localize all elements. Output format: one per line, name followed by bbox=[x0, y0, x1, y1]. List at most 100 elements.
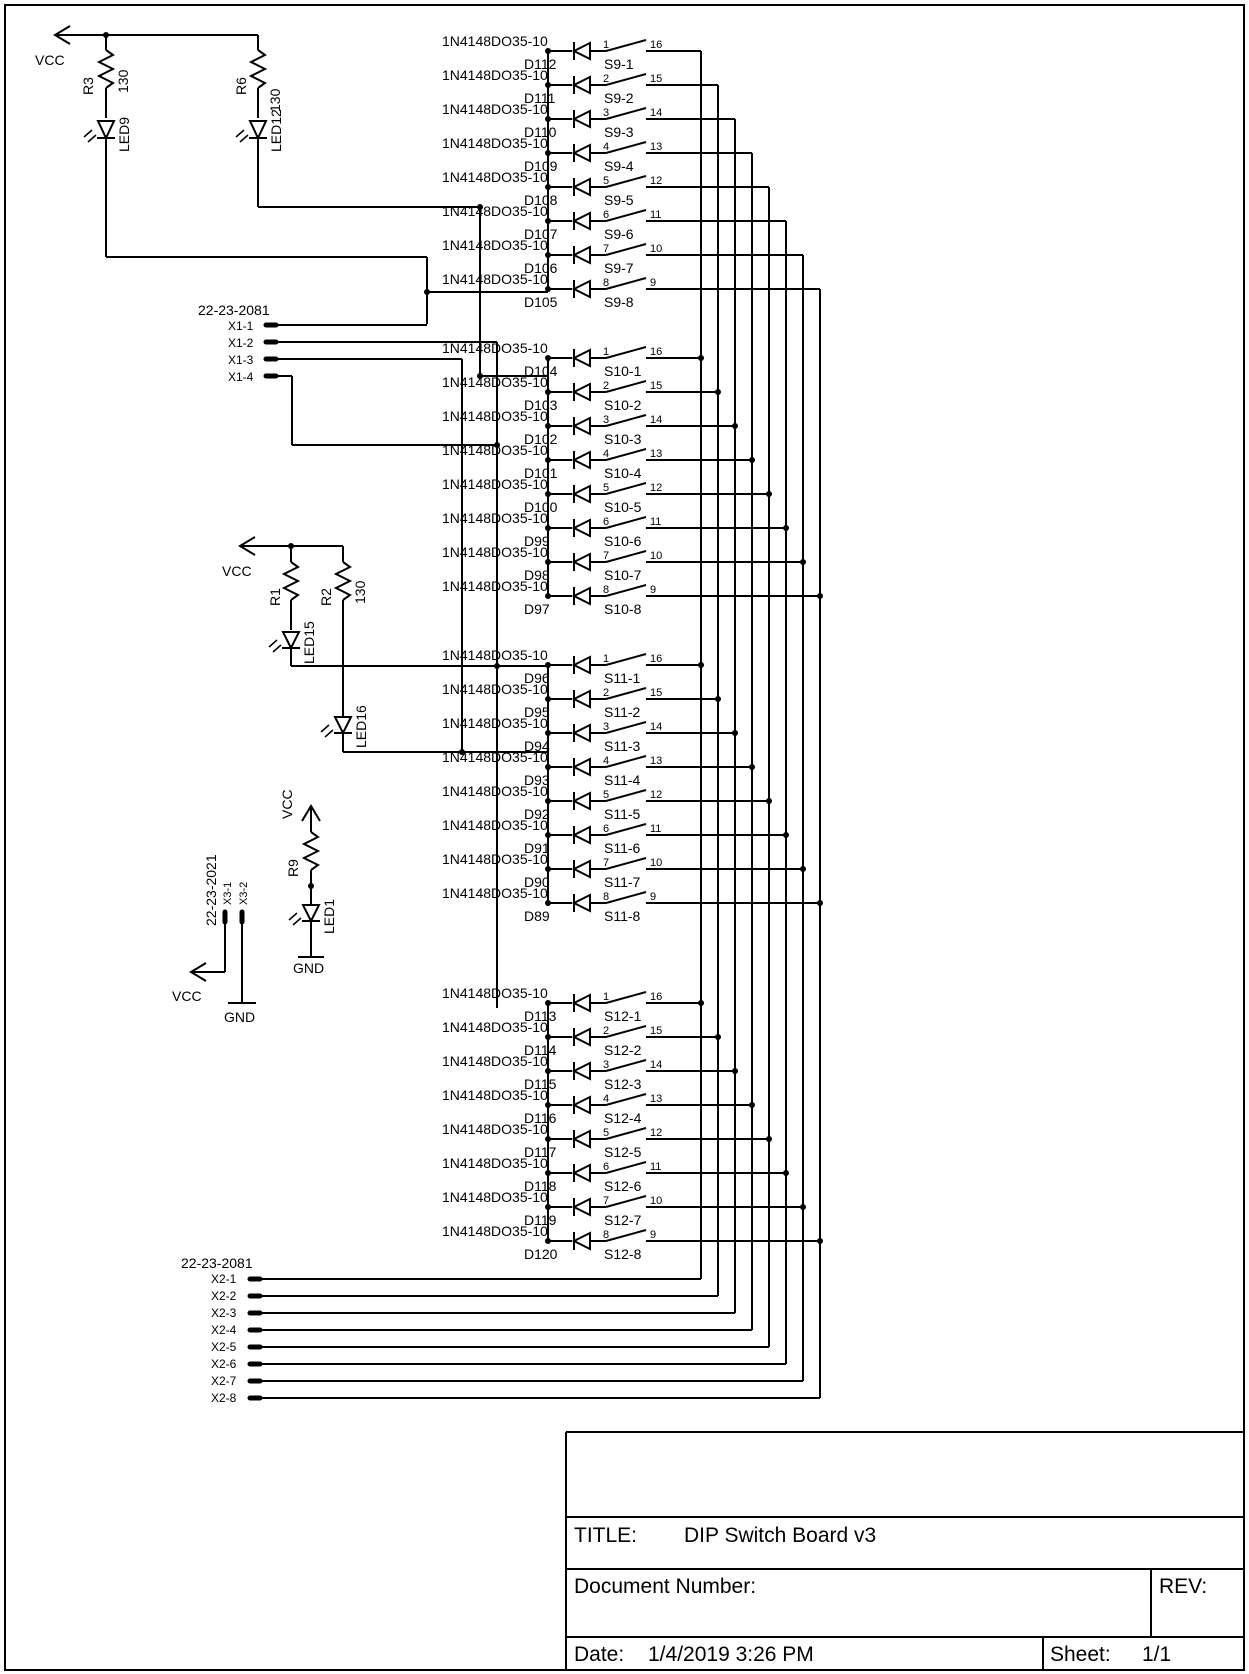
switch-ref-label: S10-1 bbox=[604, 363, 642, 379]
junction-dot bbox=[732, 423, 738, 429]
switch-symbol bbox=[605, 141, 647, 154]
diode-ref-label: D105 bbox=[524, 294, 558, 310]
date-value: 1/4/2019 3:26 PM bbox=[648, 1643, 814, 1666]
led1-symbol bbox=[301, 904, 321, 924]
switch-pin-in: 6 bbox=[603, 209, 609, 221]
switch-pin-in: 5 bbox=[603, 482, 609, 494]
switch-pin-out: 14 bbox=[650, 721, 662, 733]
led9-ref: LED9 bbox=[116, 117, 132, 152]
diode-ref-label: D106 bbox=[524, 260, 558, 276]
diode-part-label: 1N4148DO35-10 bbox=[442, 169, 548, 185]
switch-ref-label: S12-3 bbox=[604, 1076, 642, 1092]
junction-dot bbox=[749, 1102, 755, 1108]
switch-ref-label: S10-4 bbox=[604, 465, 642, 481]
switch-pin-in: 3 bbox=[603, 107, 609, 119]
diode-part-label: 1N4148DO35-10 bbox=[442, 578, 548, 594]
diode-symbol bbox=[571, 245, 591, 265]
junction-dot bbox=[817, 900, 823, 906]
diode-ref-label: D95 bbox=[524, 704, 550, 720]
switch-symbol bbox=[605, 516, 647, 529]
diode-symbol bbox=[571, 484, 591, 504]
x2-pin7-label: X2-7 bbox=[211, 1374, 237, 1388]
switch-pin-out: 16 bbox=[650, 39, 662, 51]
diode-symbol bbox=[571, 552, 591, 572]
diode-symbol bbox=[571, 791, 591, 811]
switch-pin-out: 13 bbox=[650, 1093, 662, 1105]
x1-pin1-label: X1-1 bbox=[228, 319, 254, 333]
x3-connector: 22-23-2021 X3-1 X3-2 VCC GND bbox=[172, 854, 256, 1025]
x3-pin1-label: X3-1 bbox=[222, 882, 234, 905]
switch-pin-in: 1 bbox=[603, 653, 609, 665]
switch-pin-in: 2 bbox=[603, 380, 609, 392]
junction-dot bbox=[715, 389, 721, 395]
resistor-r2 bbox=[333, 561, 353, 601]
switch-pin-in: 2 bbox=[603, 687, 609, 699]
switch-ref-label: S12-5 bbox=[604, 1144, 642, 1160]
diode-part-label: 1N4148DO35-10 bbox=[442, 340, 548, 356]
led9-symbol bbox=[96, 120, 116, 141]
diode-ref-label: D89 bbox=[524, 908, 550, 924]
r9-ref: R9 bbox=[285, 859, 301, 877]
diode-part-label: 1N4148DO35-10 bbox=[442, 885, 548, 901]
diode-part-label: 1N4148DO35-10 bbox=[442, 33, 548, 49]
x1-part-label: 22-23-2081 bbox=[198, 302, 270, 318]
switch-ref-label: S11-2 bbox=[604, 704, 641, 720]
date-label: Date: bbox=[574, 1643, 624, 1666]
resistor-r6 bbox=[248, 49, 268, 89]
switch-pin-in: 5 bbox=[603, 175, 609, 187]
switch-symbol bbox=[605, 346, 647, 359]
switch-ref-label: S12-6 bbox=[604, 1178, 642, 1194]
diode-ref-label: D111 bbox=[524, 90, 556, 106]
switch-ref-label: S11-6 bbox=[604, 840, 641, 856]
diode-ref-label: D107 bbox=[524, 226, 558, 242]
switch-ref-label: S9-3 bbox=[604, 124, 634, 140]
switch-ref-label: S10-3 bbox=[604, 431, 642, 447]
sheet-value: 1/1 bbox=[1142, 1643, 1171, 1666]
switch-pin-out: 15 bbox=[650, 380, 662, 392]
diode-ref-label: D118 bbox=[524, 1178, 557, 1194]
switch-symbol bbox=[605, 823, 647, 836]
switch-pin-in: 6 bbox=[603, 516, 609, 528]
switch-pin-in: 4 bbox=[603, 755, 609, 767]
switch-symbol bbox=[605, 1195, 647, 1208]
x2-pin8-label: X2-8 bbox=[211, 1391, 237, 1405]
diode-symbol bbox=[571, 723, 591, 743]
diode-part-label: 1N4148DO35-10 bbox=[442, 715, 548, 731]
switch-pin-out: 16 bbox=[650, 653, 662, 665]
switch-symbol bbox=[605, 1161, 647, 1174]
switch-ref-label: S9-6 bbox=[604, 226, 634, 242]
resistor-r9 bbox=[301, 831, 321, 871]
resistor-r3 bbox=[96, 49, 116, 89]
title-value: DIP Switch Board v3 bbox=[684, 1524, 876, 1547]
diode-part-label: 1N4148DO35-10 bbox=[442, 374, 548, 390]
junction-dot bbox=[749, 457, 755, 463]
junction-dot bbox=[698, 662, 704, 668]
diode-part-label: 1N4148DO35-10 bbox=[442, 408, 548, 424]
diode-symbol bbox=[571, 416, 591, 436]
switch-pin-out: 15 bbox=[650, 687, 662, 699]
diode-part-label: 1N4148DO35-10 bbox=[442, 851, 548, 867]
diode-ref-label: D119 bbox=[524, 1212, 557, 1228]
led1-ref: LED1 bbox=[321, 899, 337, 934]
diode-symbol bbox=[571, 1163, 591, 1183]
switch-pin-in: 8 bbox=[603, 891, 609, 903]
led15-symbol bbox=[281, 631, 301, 651]
switch-pin-out: 9 bbox=[650, 584, 656, 596]
diode-symbol bbox=[571, 518, 591, 538]
junction-dot bbox=[783, 525, 789, 531]
x3-pin2-label: X3-2 bbox=[238, 882, 250, 905]
diode-symbol bbox=[571, 211, 591, 231]
x2-pin2-label: X2-2 bbox=[211, 1289, 237, 1303]
junction-dot bbox=[766, 491, 772, 497]
diode-part-label: 1N4148DO35-10 bbox=[442, 817, 548, 833]
junction-dot bbox=[800, 1204, 806, 1210]
diode-symbol bbox=[571, 586, 591, 606]
